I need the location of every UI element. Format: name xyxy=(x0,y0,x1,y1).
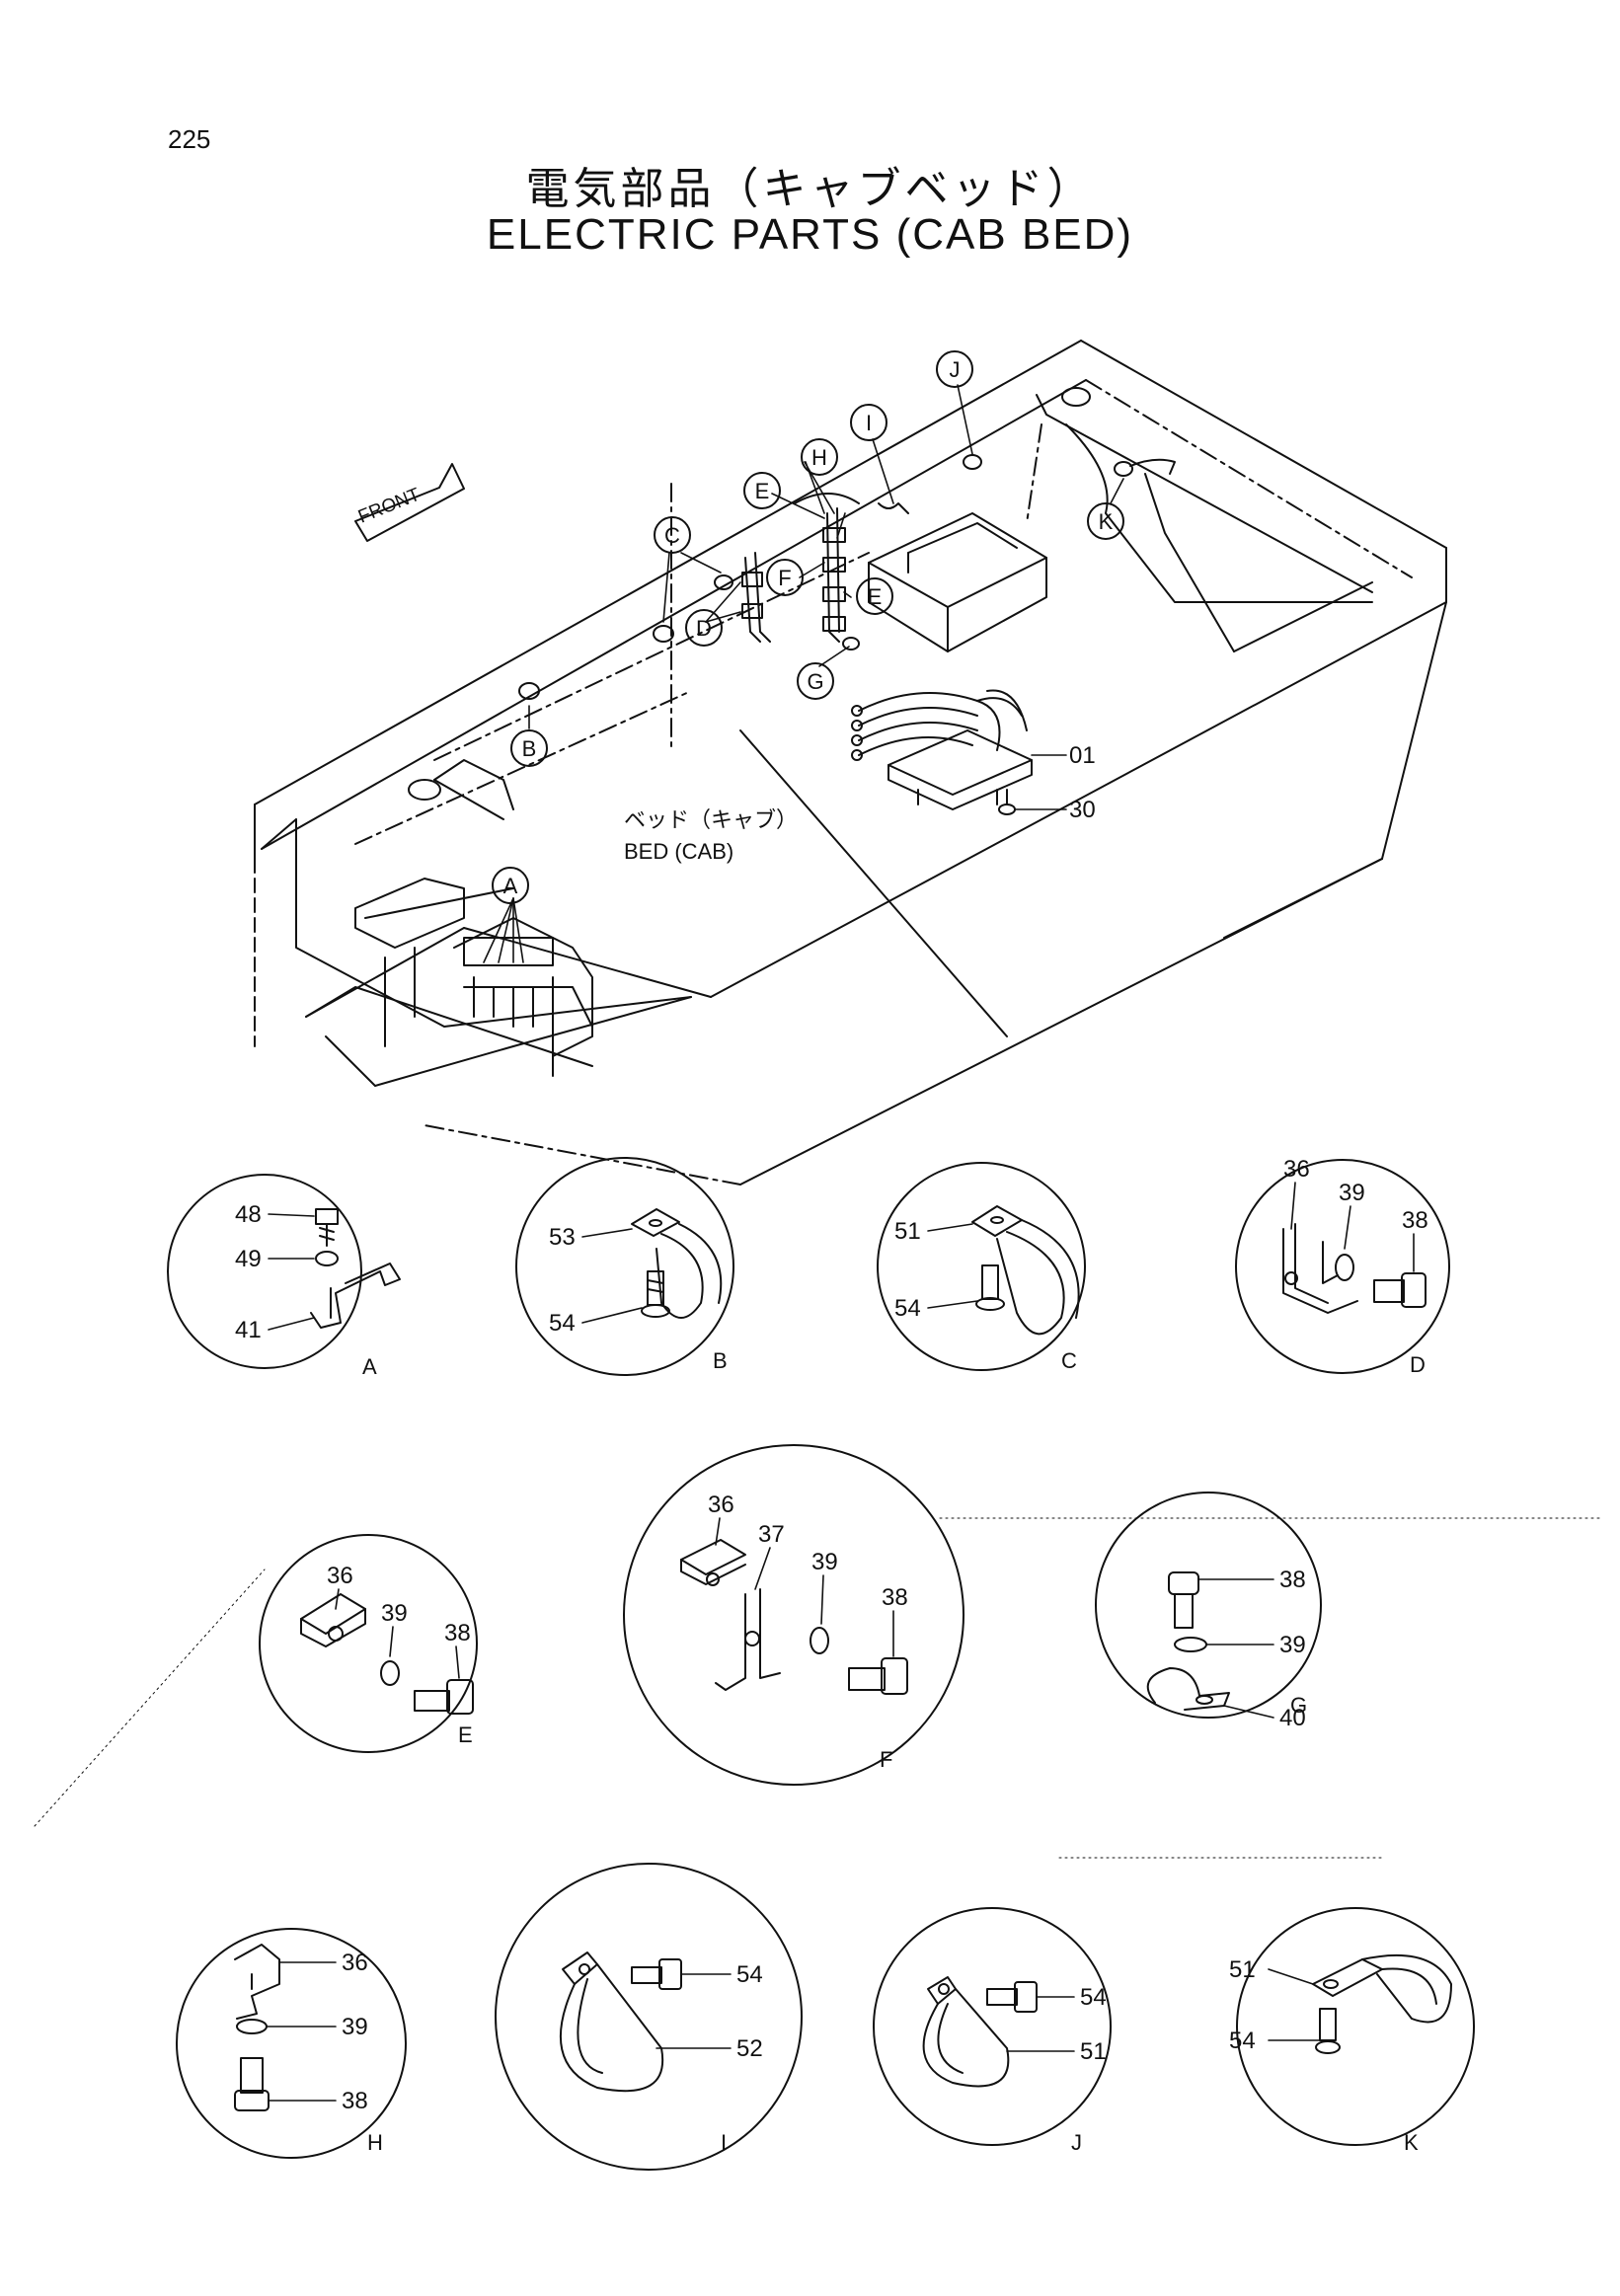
detail-a-letter: A xyxy=(362,1354,377,1379)
detail-f-part-36: 36 xyxy=(708,1492,734,1518)
detail-c-circle xyxy=(878,1163,1085,1370)
callout-b: B xyxy=(522,736,537,761)
detail-f-part-39: 39 xyxy=(811,1549,838,1575)
detail-i-part-54: 54 xyxy=(736,1961,763,1988)
callout-a: A xyxy=(503,874,518,898)
clamp-j-small xyxy=(964,455,981,469)
detail-g-part-40: 40 xyxy=(1279,1705,1306,1731)
detail-d-circle xyxy=(1236,1160,1449,1373)
detail-g-part-38: 38 xyxy=(1279,1567,1306,1593)
callout-g: G xyxy=(807,669,823,694)
relay-unit xyxy=(852,691,1032,810)
page-number: 225 xyxy=(168,124,211,154)
detail-c-parts xyxy=(972,1206,1079,1334)
fuse-block xyxy=(464,938,592,1027)
detail-e-part-38: 38 xyxy=(444,1620,471,1646)
bed-label-jp: ベッド（キャブ） xyxy=(624,808,798,833)
cab-bed-frame xyxy=(255,341,1446,1185)
detail-a-circle xyxy=(168,1175,361,1368)
detail-a-parts xyxy=(311,1209,400,1328)
detail-f-parts xyxy=(681,1540,907,1694)
detail-e-part-39: 39 xyxy=(381,1600,408,1627)
detail-h-letter: H xyxy=(367,2130,383,2155)
detail-e-circle xyxy=(260,1535,477,1752)
callout-j: J xyxy=(950,357,961,382)
clamp-b-small xyxy=(519,683,539,699)
detail-d-part-36: 36 xyxy=(1283,1156,1310,1183)
detail-c-letter: C xyxy=(1061,1348,1077,1373)
detail-b-parts xyxy=(632,1209,721,1318)
bracket-left xyxy=(654,553,770,642)
detail-f-part-37: 37 xyxy=(758,1521,785,1548)
detail-e-part-36: 36 xyxy=(327,1563,353,1589)
detail-g-part-39: 39 xyxy=(1279,1632,1306,1658)
detail-j-circle xyxy=(874,1908,1111,2145)
detail-a-part-41: 41 xyxy=(235,1317,262,1343)
detail-j-part-51: 51 xyxy=(1080,2038,1107,2065)
detail-i-parts xyxy=(561,1952,681,2091)
detail-f-circle xyxy=(624,1445,964,1785)
detail-a-part-49: 49 xyxy=(235,1246,262,1272)
detail-d-part-38: 38 xyxy=(1402,1207,1428,1234)
clamp-k-small xyxy=(1115,462,1132,476)
callout-f: F xyxy=(778,566,791,590)
callout-e-lower: E xyxy=(868,584,883,609)
detail-d-letter: D xyxy=(1410,1352,1426,1377)
detail-e-parts xyxy=(301,1594,473,1714)
front-label: FRONT xyxy=(355,485,424,528)
callout-c: C xyxy=(664,523,680,548)
callout-h: H xyxy=(811,445,827,470)
detail-b-letter: B xyxy=(713,1348,728,1373)
detail-j-letter: J xyxy=(1071,2130,1082,2155)
detail-h-part-38: 38 xyxy=(342,2088,368,2114)
detail-a-part-48: 48 xyxy=(235,1201,262,1228)
detail-g-parts xyxy=(1148,1572,1229,1710)
callout-k: K xyxy=(1099,509,1114,534)
detail-h-circle xyxy=(177,1929,406,2158)
title-japanese: 電気部品（キャブベッド） xyxy=(525,164,1095,214)
detail-j-part-54: 54 xyxy=(1080,1984,1107,2011)
detail-b-circle xyxy=(516,1158,733,1375)
detail-i-part-52: 52 xyxy=(736,2035,763,2062)
callout-i: I xyxy=(866,411,872,435)
controller-box xyxy=(869,513,1046,651)
detail-d-parts xyxy=(1283,1224,1426,1313)
title-english: ELECTRIC PARTS (CAB BED) xyxy=(486,210,1134,259)
detail-i-letter: I xyxy=(721,2130,727,2155)
detail-k-parts xyxy=(1313,1955,1451,2053)
detail-f-letter: F xyxy=(880,1747,892,1772)
detail-i-circle xyxy=(496,1864,802,2170)
detail-e-letter: E xyxy=(458,1722,473,1747)
part-01-label: 01 xyxy=(1069,742,1096,769)
detail-g-circle xyxy=(1096,1492,1321,1718)
detail-k-part-54: 54 xyxy=(1229,2028,1256,2054)
detail-c-part-51: 51 xyxy=(894,1218,921,1245)
detail-k-letter: K xyxy=(1404,2130,1419,2155)
detail-k-circle xyxy=(1237,1908,1474,2145)
detail-j-parts xyxy=(924,1977,1037,2086)
detail-b-part-54: 54 xyxy=(549,1310,576,1337)
detail-h-part-39: 39 xyxy=(342,2014,368,2040)
bracket-right xyxy=(795,494,908,650)
bed-label-en: BED (CAB) xyxy=(624,839,733,864)
callout-circles xyxy=(493,351,1123,903)
detail-f-part-38: 38 xyxy=(882,1584,908,1611)
bolt-30 xyxy=(999,790,1015,814)
detail-k-part-51: 51 xyxy=(1229,1956,1256,1983)
detail-d-part-39: 39 xyxy=(1339,1180,1365,1206)
detail-b-part-53: 53 xyxy=(549,1224,576,1251)
detail-h-part-36: 36 xyxy=(342,1950,368,1976)
detail-g-letter: G xyxy=(1290,1693,1307,1718)
callout-e-upper: E xyxy=(755,479,770,503)
front-arrow-icon xyxy=(355,464,464,541)
detail-c-part-54: 54 xyxy=(894,1295,921,1322)
callout-d: D xyxy=(696,616,712,641)
detail-h-parts xyxy=(235,1945,279,2110)
part-30-label: 30 xyxy=(1069,797,1096,823)
